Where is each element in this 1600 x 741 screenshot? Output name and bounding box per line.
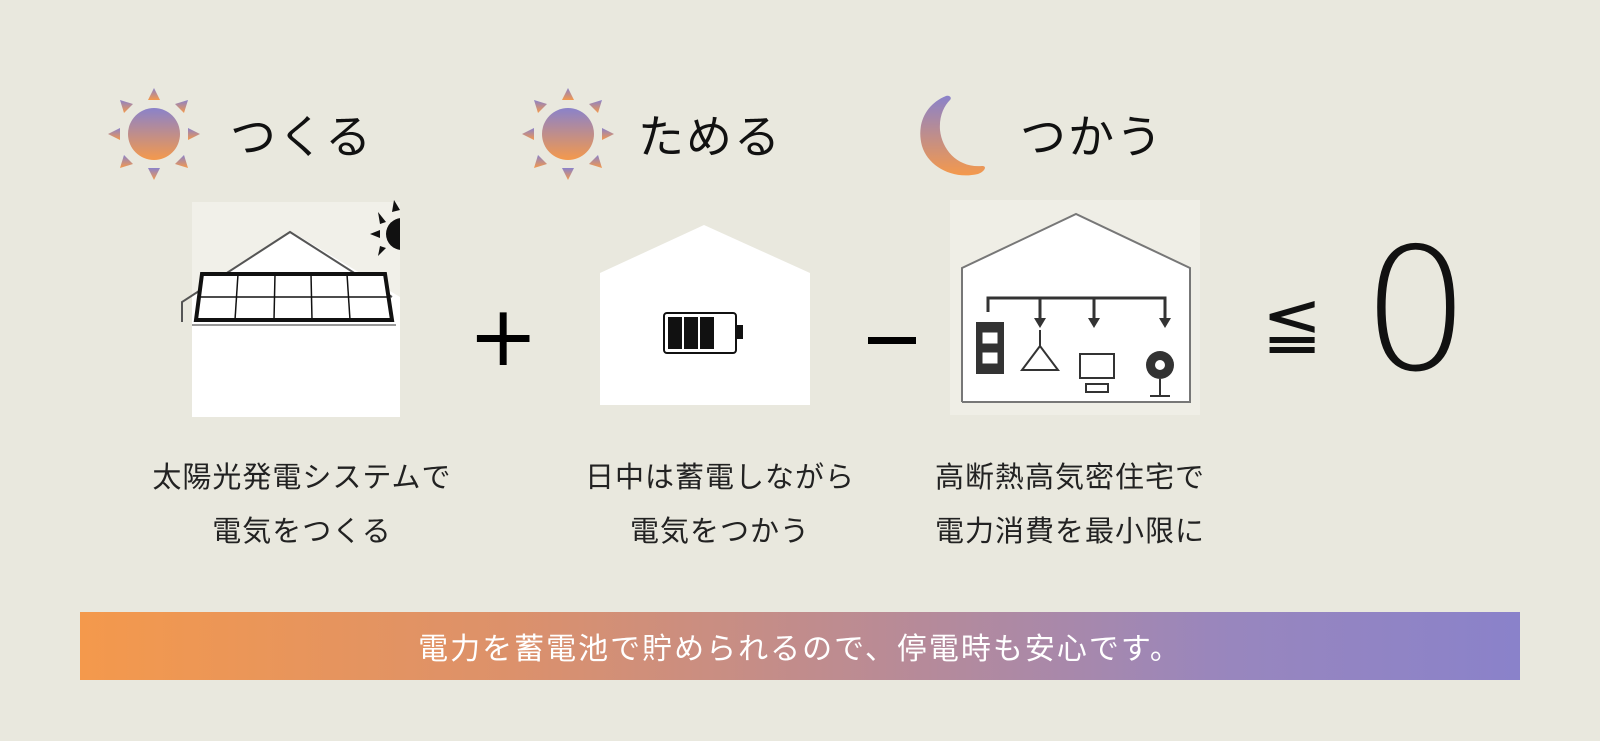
- sun-icon: [522, 88, 614, 180]
- step-description-tsukau: 高断熱高気密住宅で 電力消費を最小限に: [905, 450, 1235, 558]
- step-description-tameru: 日中は蓄電しながら 電気をつかう: [555, 450, 885, 558]
- lamp-icon: [1020, 330, 1060, 371]
- fan-icon: [1146, 351, 1174, 397]
- moon-icon: [920, 95, 985, 176]
- description-line: 電力消費を最小限に: [934, 514, 1205, 548]
- step-title: ためる: [638, 110, 782, 164]
- battery-icon: [663, 312, 743, 354]
- description-line: 電気をつくる: [212, 514, 392, 548]
- step-description-tsukuru: 太陽光発電システムで 電気をつくる: [122, 450, 482, 558]
- tv-icon: [1079, 353, 1115, 393]
- result-zero: 0: [1362, 212, 1471, 410]
- step-title: つかう: [1020, 110, 1164, 164]
- description-line: 日中は蓄電しながら: [584, 460, 855, 494]
- banner-text: 電力を蓄電池で貯められるので、停電時も安心です。: [418, 632, 1182, 667]
- step-heading-tsukau: つかう: [912, 88, 1164, 180]
- less-equal-operator: ≦: [1262, 280, 1323, 364]
- minus-operator: −: [868, 337, 916, 344]
- outlet-icon: [976, 322, 1004, 374]
- plus-operator: +: [468, 287, 539, 385]
- sun-icon: [370, 200, 400, 256]
- battery-house-illustration: [600, 225, 810, 405]
- description-line: 太陽光発電システムで: [152, 460, 452, 494]
- step-title: つくる: [230, 110, 374, 164]
- step-heading-tsukuru: つくる: [108, 88, 373, 180]
- sun-icon: [108, 88, 200, 180]
- appliance-house-illustration: [950, 200, 1200, 415]
- description-line: 電気をつかう: [629, 514, 810, 548]
- solar-panel-house-illustration: [181, 200, 400, 417]
- step-heading-tameru: ためる: [522, 88, 782, 180]
- description-line: 高断熱高気密住宅で: [934, 460, 1205, 494]
- info-banner: 電力を蓄電池で貯められるので、停電時も安心です。: [80, 612, 1520, 680]
